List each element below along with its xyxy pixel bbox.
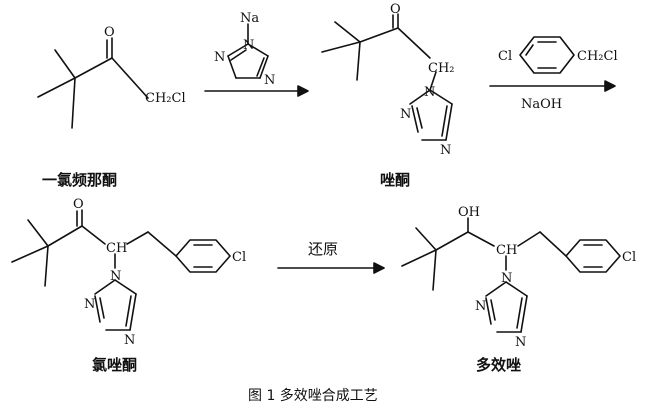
c2-oxygen-label: O [390,2,401,17]
c3-cl-label: Cl [232,250,246,265]
c1-ch2cl-label: CH₂Cl [145,91,186,106]
c3-ch-label: CH [106,241,127,256]
reagent-chlorobenzyl-chloride: Cl CH₂Cl [498,36,618,74]
c4-cl-label: Cl [622,250,636,265]
reaction-arrow-2 [489,80,616,92]
reagent-sodium-triazole: Na N N N [214,11,275,88]
r3-condition: 还原 [308,240,338,258]
c4-ch-label: CH [496,243,517,258]
c3-n1-label: N [110,269,121,284]
c1-oxygen-label: O [104,25,115,40]
c3-n4-label: N [124,333,135,348]
c1-name: 一氯频那酮 [42,171,117,189]
c3-n2-label: N [84,297,95,312]
c2-n4-label: N [440,143,451,158]
c4-n2-label: N [475,299,486,314]
reaction-arrow-1 [204,85,309,97]
r1-n1-label: N [243,38,254,53]
c2-n1-label: N [424,85,435,100]
c4-name: 多效唑 [476,356,521,374]
compound-chloropinacolone: O CH₂Cl [37,25,186,129]
r2-ch2cl-label: CH₂Cl [577,49,618,64]
c2-name: 唑酮 [380,171,410,189]
reaction-arrow-3 [277,262,385,274]
r2-condition: NaOH [521,97,562,112]
figure-caption: 图 1 多效唑合成工艺 [248,387,378,404]
r2-cl-label: Cl [498,49,512,64]
compound-paclobutrazol: OH CH Cl N N N [401,205,636,350]
r1-n4-label: N [264,73,275,88]
c3-name: 氯唑酮 [92,356,137,374]
r1-n2-label: N [214,50,225,65]
c2-n2-label: N [400,107,411,122]
c4-n4-label: N [515,335,526,350]
c4-n1-label: N [501,271,512,286]
r1-na-label: Na [240,11,259,26]
compound-triazolone: O CH₂ N N N [321,2,455,158]
c4-oh-label: OH [458,205,480,220]
c3-oxygen-label: O [73,197,84,212]
c2-ch2-label: CH₂ [428,61,455,76]
compound-chlorotriazolone: O CH Cl N N N [11,197,246,348]
